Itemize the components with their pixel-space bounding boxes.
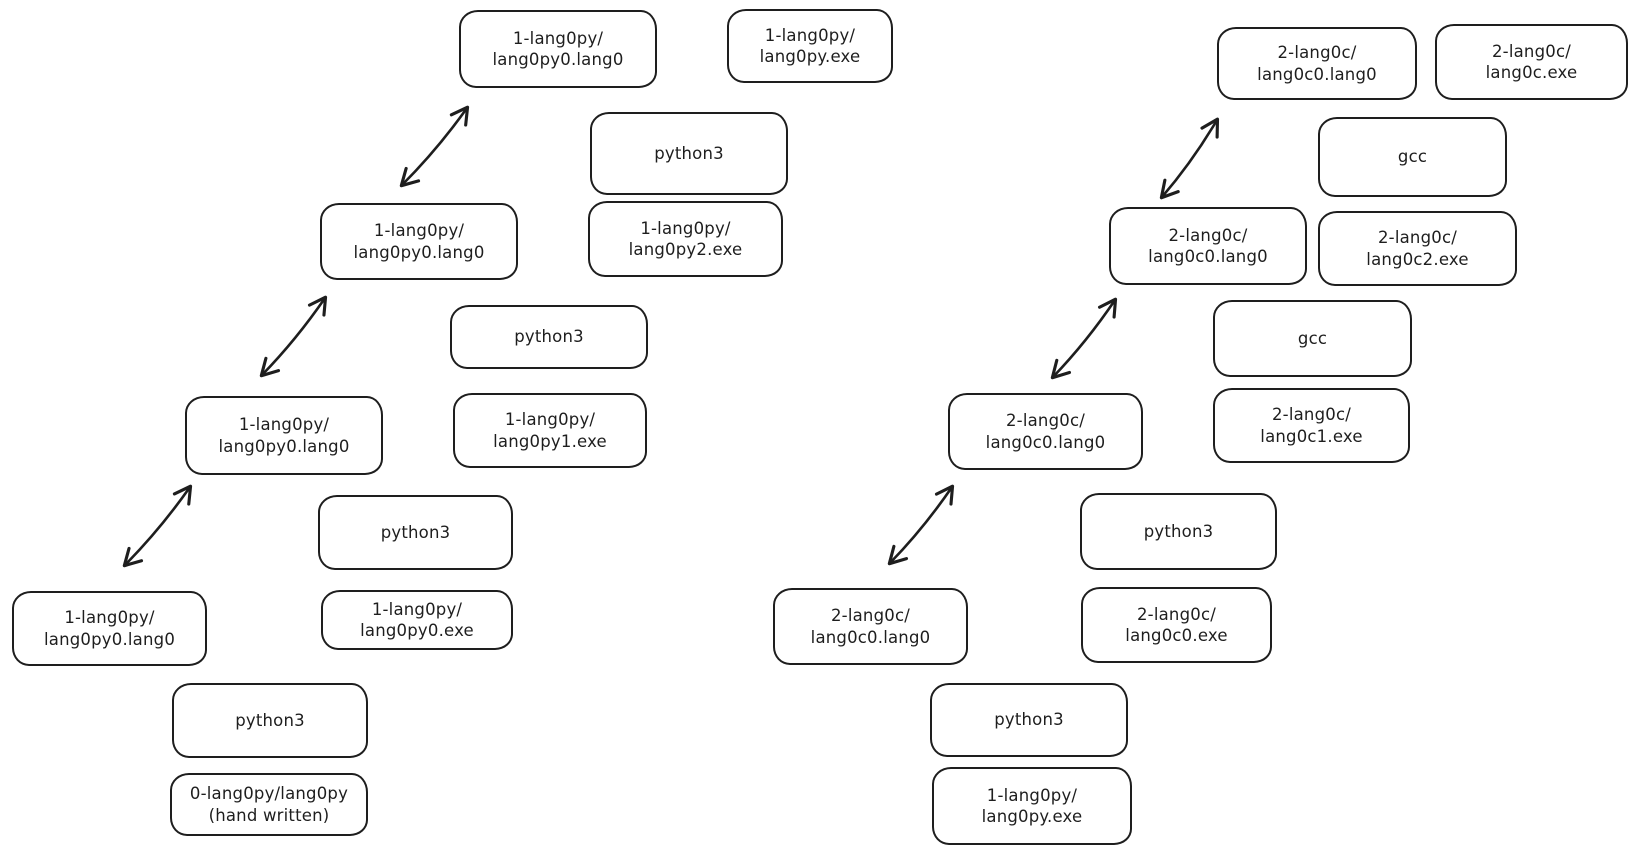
- node-stage1-lang0py-source-2: 1-lang0py/ lang0py0.lang0: [185, 396, 383, 475]
- node-stage1-lang0py-exe-0: 1-lang0py/ lang0py0.exe: [321, 590, 513, 650]
- node-stage2-lang0c-exe-final: 2-lang0c/ lang0c.exe: [1435, 24, 1628, 100]
- node-stage1-lang0py-exe-2: 1-lang0py/ lang0py2.exe: [588, 201, 783, 277]
- double-arrow-3: [122, 484, 193, 568]
- double-arrow-5: [1050, 297, 1118, 380]
- node-stage1-lang0py-source-3: 1-lang0py/ lang0py0.lang0: [320, 203, 518, 280]
- double-arrow-4: [1159, 117, 1220, 200]
- double-arrow-2: [259, 295, 328, 378]
- node-stage2-lang0c-gcc-4: gcc: [1318, 117, 1507, 197]
- node-stage1-lang0py-exe-final: 1-lang0py/ lang0py.exe: [727, 9, 893, 83]
- node-stage2-lang0c-source-3: 2-lang0c/ lang0c0.lang0: [1109, 207, 1307, 285]
- node-stage2-lang0c-boot-exe: 1-lang0py/ lang0py.exe: [932, 767, 1132, 845]
- node-stage2-lang0c-source-2: 2-lang0c/ lang0c0.lang0: [948, 393, 1143, 470]
- node-stage1-lang0py-python3-3: python3: [450, 305, 648, 369]
- node-stage2-lang0c-gcc-3: gcc: [1213, 300, 1412, 377]
- node-stage2-lang0c-exe-2: 2-lang0c/ lang0c2.exe: [1318, 211, 1517, 286]
- node-stage2-lang0c-source-1: 2-lang0c/ lang0c0.lang0: [773, 588, 968, 665]
- node-stage1-lang0py-python3-4: python3: [590, 112, 788, 195]
- node-stage1-lang0py-exe-1: 1-lang0py/ lang0py1.exe: [453, 393, 647, 468]
- node-stage2-lang0c-exe-1: 2-lang0c/ lang0c1.exe: [1213, 388, 1410, 463]
- node-stage1-lang0py-python3-2: python3: [318, 495, 513, 570]
- double-arrow-1: [399, 105, 470, 188]
- node-stage2-lang0c-python3-1: python3: [930, 683, 1128, 757]
- node-stage2-lang0c-exe-0: 2-lang0c/ lang0c0.exe: [1081, 587, 1272, 663]
- node-stage1-lang0py-python3-1: python3: [172, 683, 368, 758]
- node-stage1-lang0py-hand-written: 0-lang0py/lang0py (hand written): [170, 773, 368, 836]
- node-stage1-lang0py-source-4: 1-lang0py/ lang0py0.lang0: [459, 10, 657, 88]
- node-stage2-lang0c-source-4: 2-lang0c/ lang0c0.lang0: [1217, 27, 1417, 100]
- double-arrow-6: [887, 484, 955, 566]
- node-stage1-lang0py-source-1: 1-lang0py/ lang0py0.lang0: [12, 591, 207, 666]
- node-stage2-lang0c-python3-2: python3: [1080, 493, 1277, 570]
